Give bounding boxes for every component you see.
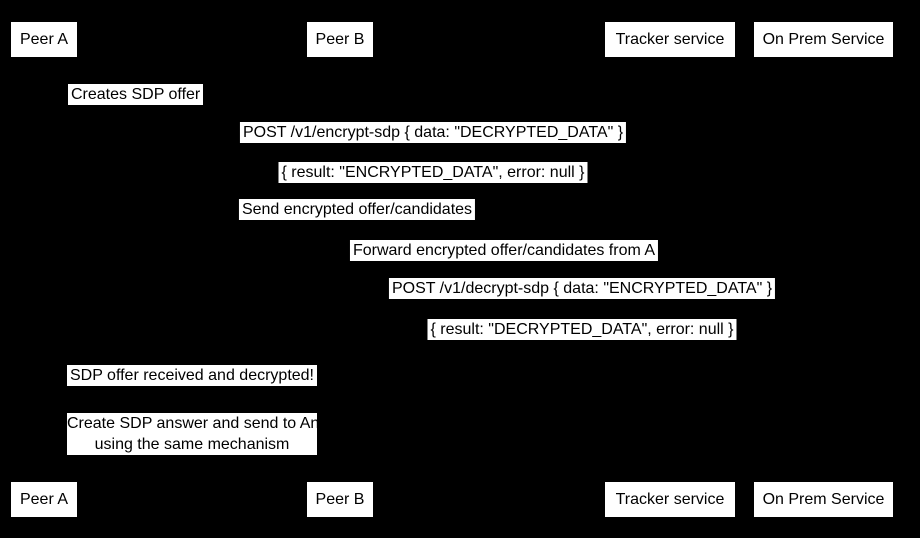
- note-create-sdp-answer: Create SDP answer and send to An using t…: [67, 413, 320, 455]
- participant-peer-a-top: Peer A: [11, 22, 77, 57]
- message-post-encrypt-sdp: POST /v1/encrypt-sdp { data: "DECRYPTED_…: [239, 122, 627, 143]
- message-creates-sdp-offer: Creates SDP offer: [68, 84, 204, 105]
- lifeline-peer-b: [339, 57, 340, 482]
- lifeline-on-prem-service: [823, 57, 824, 482]
- message-send-encrypted-offer: Send encrypted offer/candidates: [238, 199, 476, 220]
- message-post-decrypt-sdp: POST /v1/decrypt-sdp { data: "ENCRYPTED_…: [388, 278, 776, 299]
- participant-on-prem-service-bottom: On Prem Service: [754, 482, 893, 517]
- participant-peer-a-bottom: Peer A: [11, 482, 77, 517]
- participant-tracker-service-top: Tracker service: [605, 22, 735, 57]
- participant-on-prem-service-top: On Prem Service: [754, 22, 893, 57]
- message-sdp-offer-received: SDP offer received and decrypted!: [67, 365, 317, 386]
- lifeline-peer-a: [43, 57, 44, 482]
- message-encrypt-result: { result: "ENCRYPTED_DATA", error: null …: [278, 162, 588, 183]
- participant-peer-b-bottom: Peer B: [307, 482, 373, 517]
- note-line-1: Create SDP answer and send to An: [67, 415, 320, 432]
- participant-tracker-service-bottom: Tracker service: [605, 482, 735, 517]
- message-forward-encrypted-offer: Forward encrypted offer/candidates from …: [349, 240, 659, 261]
- lifeline-tracker-service: [669, 57, 670, 482]
- message-decrypt-result: { result: "DECRYPTED_DATA", error: null …: [427, 319, 737, 340]
- participant-peer-b-top: Peer B: [307, 22, 373, 57]
- note-line-2: using the same mechanism: [94, 436, 290, 453]
